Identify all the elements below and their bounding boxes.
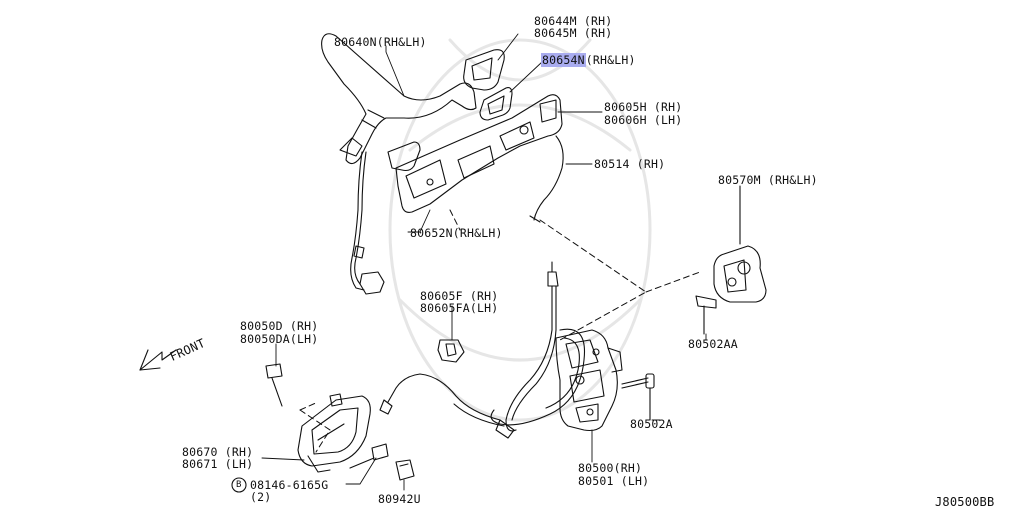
label-80605H: 80605H (RH) [604,100,683,114]
inside-handle-part [297,393,371,473]
label-08146-circle: B [236,480,242,490]
label-80050DA: 80050DA(LH) [240,332,319,346]
label-80570M: 80570M (RH&LH) [718,173,818,187]
label-80514: 80514 (RH) [594,157,666,171]
escutcheon-part [463,49,505,91]
label-08146-qty: (2) [250,490,272,504]
label-80606H: 80606H (LH) [604,113,683,127]
handle-cable [350,151,385,295]
guide-lines [299,209,701,453]
label-80502AA: 80502AA [688,337,738,351]
label-08146: 08146-6165G [250,478,329,492]
label-80500: 80500(RH) [578,461,643,475]
label-80050D: 80050D (RH) [240,319,319,333]
label-80605F: 80605F (RH) [420,289,499,303]
label-80640N: 80640N(RH&LH) [334,35,427,49]
label-80654N-suffix: (RH&LH) [585,53,636,67]
label-80654N: 80654N(RH&LH) [541,53,636,67]
label-80645M: 80645M (RH) [534,26,613,40]
cable-clip-part [437,339,465,363]
highlighted-part-number: 80654N [541,53,586,67]
label-80670: 80670 (RH) [182,445,254,459]
label-80502A: 80502A [630,417,673,431]
gasket-part [479,87,513,121]
reference-circle-icon [231,477,247,493]
screw-80502AA [695,295,717,335]
label-80671: 80671 (LH) [182,457,254,471]
rod-80514 [529,135,564,223]
label-80942U: 80942U [378,492,421,506]
front-arrow-icon [139,349,177,371]
leader-lines [261,33,707,491]
outside-handle-part [321,33,477,165]
label-80501: 80501 (LH) [578,474,650,488]
label-80652N: 80652N(RH&LH) [410,226,503,240]
screw-80502A [621,373,655,421]
striker-part [713,185,767,303]
bolt-08146 [349,443,389,469]
diagram-id: J80500BB [935,495,995,509]
label-80644M: 80644M (RH) [534,14,613,28]
lock-cable [379,261,586,439]
door-lock-actuator-part [555,329,623,432]
label-80605FA: 80605FA(LH) [420,301,499,315]
bolt-80050D [265,363,283,407]
clip-80942U [395,459,415,481]
handle-bracket-part [387,94,563,213]
